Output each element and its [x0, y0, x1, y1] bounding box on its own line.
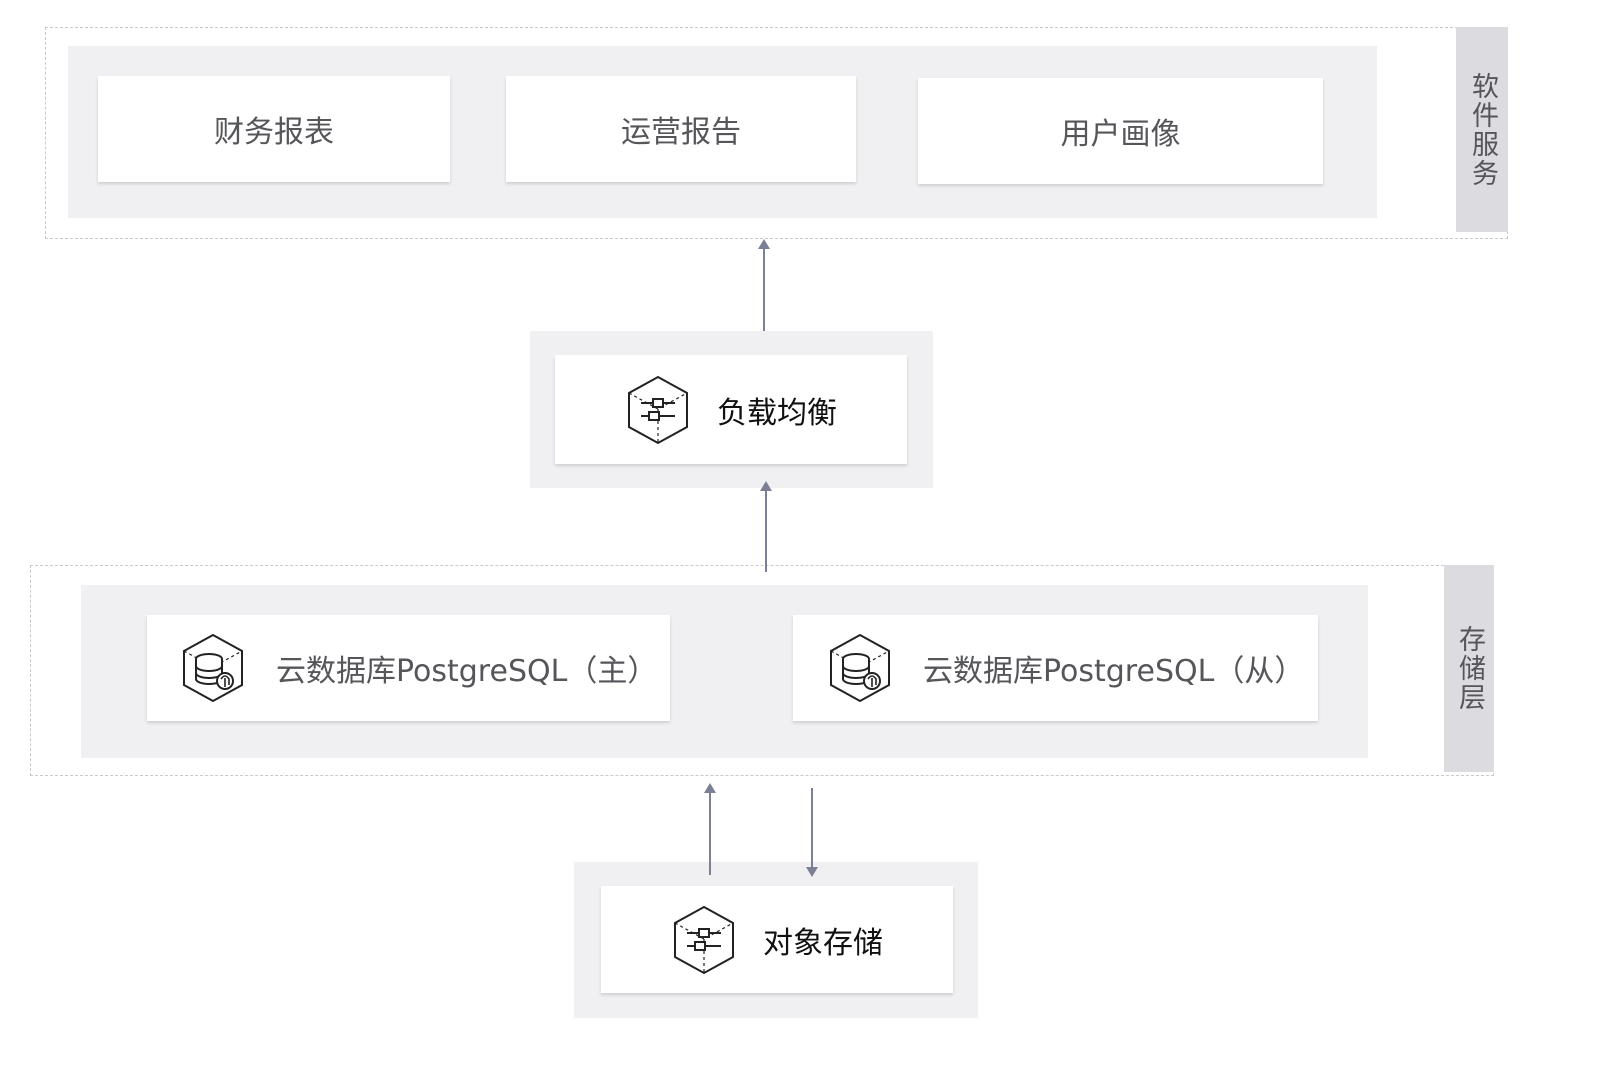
financial-report-card[interactable]: 财务报表 — [98, 76, 450, 182]
postgresql-replica-card[interactable]: 云数据库PostgreSQL（从） — [793, 615, 1318, 721]
user-profile-label: 用户画像 — [1060, 117, 1181, 152]
object-storage-label: 对象存储 — [763, 925, 883, 961]
storage-layer-label: 存储层 — [1454, 625, 1485, 712]
financial-report-label: 财务报表 — [214, 115, 334, 150]
operations-report-card[interactable]: 运营报告 — [506, 76, 856, 182]
software-services-side-label: 软件服务 — [1456, 27, 1508, 232]
operations-report-label: 运营报告 — [621, 115, 741, 150]
object-storage-icon — [674, 905, 734, 974]
postgresql-replica-label: 云数据库PostgreSQL（从） — [923, 654, 1305, 689]
postgresql-database-icon — [830, 633, 890, 703]
object-storage-card[interactable]: 对象存储 — [601, 886, 953, 993]
load-balancer-card[interactable]: 负载均衡 — [555, 355, 907, 464]
storage-side-label: 存储层 — [1444, 565, 1494, 772]
user-profile-card[interactable]: 用户画像 — [918, 78, 1323, 184]
postgresql-primary-card[interactable]: 云数据库PostgreSQL（主） — [147, 615, 670, 721]
postgresql-primary-label: 云数据库PostgreSQL（主） — [276, 654, 658, 689]
load-balancer-icon — [628, 375, 688, 444]
software-services-label: 软件服务 — [1467, 71, 1498, 188]
postgresql-database-icon — [183, 633, 243, 703]
load-balancer-label: 负载均衡 — [717, 395, 837, 431]
